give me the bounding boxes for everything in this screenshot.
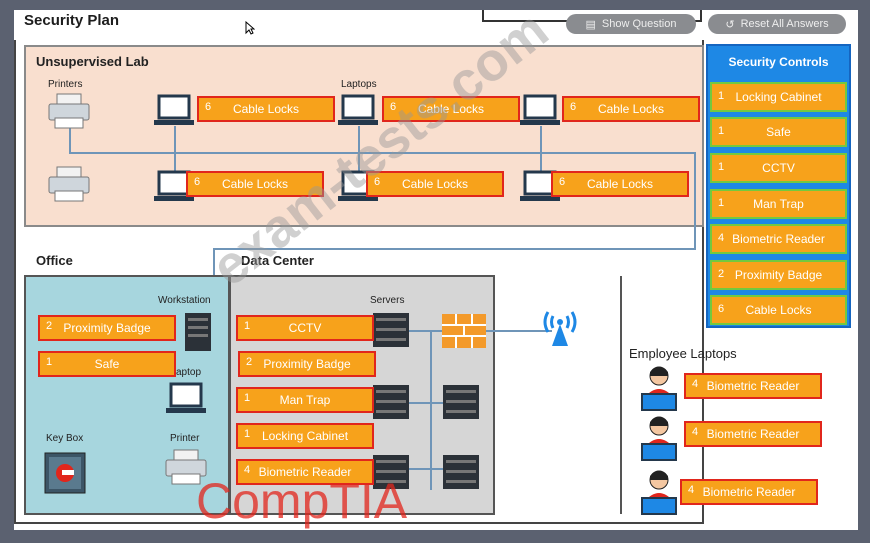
security-controls-title: Security Controls	[728, 55, 829, 69]
wireless-icon	[543, 311, 577, 346]
network-link	[215, 248, 696, 250]
office-label: Office	[36, 253, 73, 268]
employee-laptops-label: Employee Laptops	[629, 346, 737, 361]
lab-network-line	[70, 152, 696, 154]
server-icon	[373, 313, 409, 347]
laptops-label: Laptops	[341, 79, 377, 90]
page-title: Security Plan	[24, 12, 120, 29]
laptop-label: aptop	[176, 367, 202, 378]
server-icon	[185, 313, 211, 351]
server-icon	[443, 385, 479, 419]
reset-icon: ↺	[725, 18, 735, 31]
employee-icon	[641, 470, 677, 515]
laptop-icon	[154, 94, 194, 125]
employee-area-divider	[620, 276, 622, 514]
printer-label: Printer	[170, 433, 200, 444]
lab-network-vertical	[694, 152, 696, 250]
top-bar	[0, 0, 870, 10]
server-link-2	[392, 402, 472, 404]
laptop-icon	[166, 382, 206, 413]
workstation-label: Workstation	[158, 295, 211, 306]
reset-all-button[interactable]: ↺ Reset All Answers	[708, 14, 846, 34]
laptop-drop-3	[540, 126, 542, 174]
cursor-icon	[245, 21, 255, 35]
firewall-icon	[442, 314, 486, 348]
show-question-button[interactable]: ▤ Show Question	[566, 14, 696, 34]
bottom-border	[0, 530, 870, 543]
keybox-icon	[44, 452, 86, 494]
left-border	[0, 0, 14, 543]
printer-icon	[48, 166, 90, 202]
laptop-icon	[338, 94, 378, 125]
laptop-icon	[520, 94, 560, 125]
server-icon	[443, 455, 479, 489]
server-link-vertical	[430, 330, 432, 490]
laptop-drop-2	[358, 126, 360, 174]
servers-label: Servers	[370, 295, 405, 306]
list-icon: ▤	[585, 18, 596, 31]
printer-icon	[165, 449, 207, 485]
right-border	[858, 0, 870, 543]
datacenter-label: Data Center	[241, 253, 314, 268]
printer-icon	[48, 93, 90, 129]
lab-label: Unsupervised Lab	[36, 54, 149, 69]
printers-label: Printers	[48, 79, 83, 90]
employee-icon	[641, 366, 677, 411]
employee-icon	[641, 416, 677, 461]
lab-printer-drop	[69, 128, 71, 154]
laptop-drop-1	[174, 126, 176, 174]
server-icon	[373, 455, 409, 489]
server-link-3	[392, 468, 472, 470]
keybox-label: Key Box	[46, 433, 84, 444]
server-icon	[373, 385, 409, 419]
